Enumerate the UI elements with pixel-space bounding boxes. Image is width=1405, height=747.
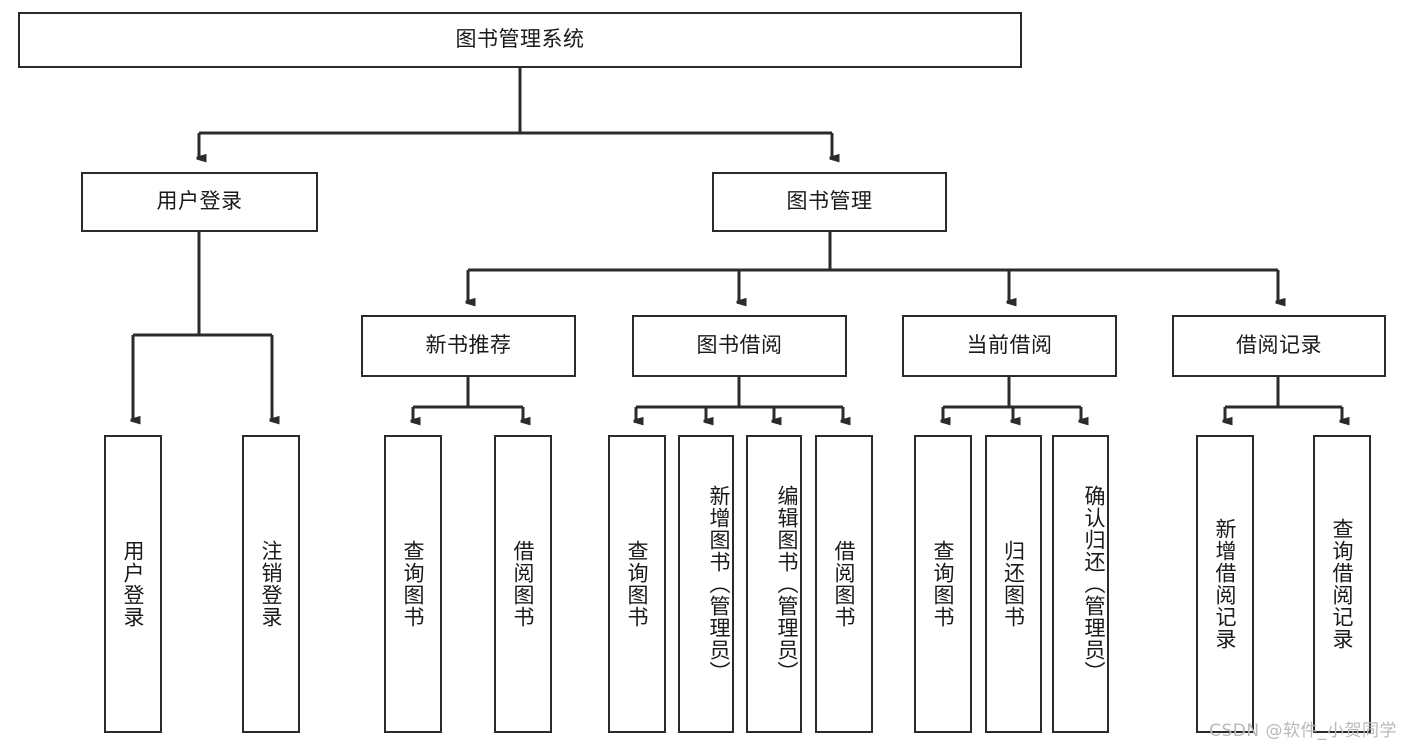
node-label: 查询借阅记录	[1330, 518, 1355, 650]
node-current-borrow[interactable]: 当前借阅	[902, 315, 1117, 377]
node-label: 借阅图书	[832, 540, 857, 628]
leaf-borrow-edit-book[interactable]: 编辑图书（管理员）	[746, 435, 802, 733]
node-label: 用户登录	[156, 189, 243, 214]
node-root[interactable]: 图书管理系统	[18, 12, 1022, 68]
node-label: 注销登录	[259, 540, 284, 628]
node-new-book-recommend[interactable]: 新书推荐	[361, 315, 576, 377]
node-label: 图书管理系统	[455, 27, 585, 52]
leaf-records-query-record[interactable]: 查询借阅记录	[1313, 435, 1371, 733]
leaf-current-return-book[interactable]: 归还图书	[985, 435, 1042, 733]
node-label: 用户登录	[121, 540, 146, 628]
node-label: 借阅记录	[1236, 333, 1322, 358]
node-label: 新增图书（管理员）	[707, 485, 731, 683]
node-label: 归还图书	[1001, 540, 1026, 628]
leaf-user-login-logout[interactable]: 注销登录	[242, 435, 300, 733]
leaf-current-confirm-return[interactable]: 确认归还（管理员）	[1052, 435, 1109, 733]
node-label: 确认归还（管理员）	[1082, 485, 1106, 683]
watermark: CSDN @软件_小贺同学	[1209, 721, 1397, 741]
node-label: 借阅图书	[511, 540, 536, 628]
leaf-new-book-borrow[interactable]: 借阅图书	[494, 435, 552, 733]
node-book-management[interactable]: 图书管理	[712, 172, 947, 232]
node-label: 查询图书	[401, 540, 426, 628]
leaf-records-add-record[interactable]: 新增借阅记录	[1196, 435, 1254, 733]
node-label: 新增借阅记录	[1213, 518, 1238, 650]
node-user-login[interactable]: 用户登录	[81, 172, 318, 232]
leaf-user-login-login[interactable]: 用户登录	[104, 435, 162, 733]
node-label: 当前借阅	[966, 333, 1053, 358]
node-label: 图书借阅	[696, 333, 783, 358]
leaf-borrow-query-book[interactable]: 查询图书	[608, 435, 666, 733]
node-label: 查询图书	[625, 540, 650, 628]
node-label: 新书推荐	[425, 333, 512, 358]
node-label: 编辑图书（管理员）	[775, 485, 799, 683]
node-label: 图书管理	[786, 189, 873, 214]
node-borrow-records[interactable]: 借阅记录	[1172, 315, 1386, 377]
leaf-borrow-borrow-book[interactable]: 借阅图书	[815, 435, 873, 733]
node-book-borrow[interactable]: 图书借阅	[632, 315, 847, 377]
leaf-borrow-add-book[interactable]: 新增图书（管理员）	[678, 435, 734, 733]
node-label: 查询图书	[931, 540, 956, 628]
leaf-current-query-book[interactable]: 查询图书	[914, 435, 972, 733]
leaf-new-book-query[interactable]: 查询图书	[384, 435, 442, 733]
